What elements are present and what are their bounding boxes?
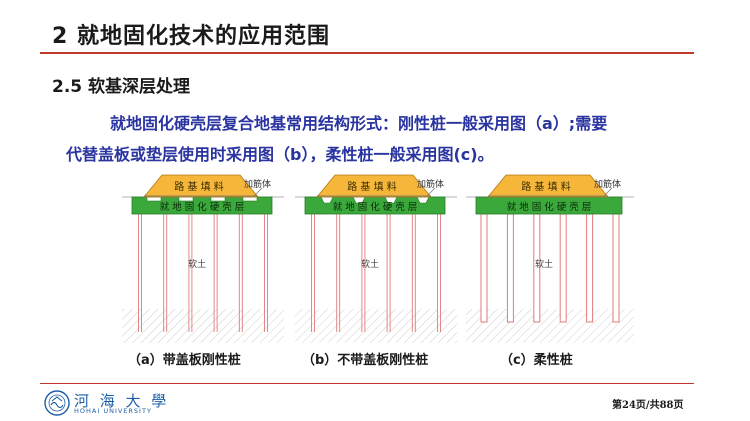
page-number: 第24页/共88页: [612, 400, 684, 411]
pile-cap: [210, 196, 226, 202]
caption-a: （a）带盖板刚性桩: [128, 353, 241, 368]
pile-cap: [242, 196, 258, 202]
logo-name: 河 海 大 學: [74, 392, 170, 410]
caption-c: （c）柔性桩: [500, 353, 573, 368]
embankment-fill: [487, 174, 609, 198]
body-line-1: 就地固化硬壳层复合地基常用结构形式：刚性桩一般采用图（a）;需要: [82, 108, 722, 139]
soil-label: 软土: [188, 258, 206, 270]
reinforcement-label: 加筋体: [244, 178, 271, 190]
pile-cap: [178, 196, 194, 202]
university-seal-icon: [44, 390, 70, 416]
reinforcement-label: 加筋体: [594, 178, 621, 190]
fill-label: 路 基 填 料: [347, 180, 397, 193]
bearing-stratum: [122, 309, 284, 343]
reinforcement-leader: [253, 187, 263, 197]
layer-label: 就 地 固 化 硬 壳 层: [160, 201, 245, 213]
diagram-captions: （a）带盖板刚性桩 （b）不带盖板刚性桩 （c）柔性桩: [0, 349, 750, 373]
pile: [480, 213, 488, 323]
pile-cap: [146, 196, 162, 202]
embankment-fill: [316, 174, 432, 198]
layer-label: 就 地 固 化 硬 壳 层: [333, 201, 418, 213]
pile: [559, 213, 567, 323]
footer-divider: [40, 383, 694, 384]
university-logo: 河 海 大 學 HOHAI UNIVERSITY: [44, 390, 174, 416]
body-paragraph: 就地固化硬壳层复合地基常用结构形式：刚性桩一般采用图（a）;需要 代替盖板或垫层…: [66, 108, 722, 170]
reinforcement-leader: [426, 187, 436, 197]
body-line-2-text: 代替盖板或垫层使用时采用图（b），柔性桩一般采用图(c)。: [66, 145, 494, 164]
pile: [612, 213, 620, 323]
pile: [506, 213, 514, 323]
logo-english-name: HOHAI UNIVERSITY: [74, 407, 152, 415]
reinforcement-leader: [603, 187, 613, 197]
section-heading: 2.5 软基深层处理: [52, 77, 191, 97]
title-divider: [40, 52, 694, 54]
bearing-stratum: [466, 309, 634, 343]
body-line-1-text: 就地固化硬壳层复合地基常用结构形式：刚性桩一般采用图（a）;需要: [110, 114, 608, 133]
fill-label: 路 基 填 料: [174, 180, 224, 193]
slide-title: 2 就地固化技术的应用范围: [52, 24, 330, 49]
soil-label: 软土: [535, 258, 553, 270]
body-line-2: 代替盖板或垫层使用时采用图（b），柔性桩一般采用图(c)。: [66, 139, 722, 170]
caption-b: （b）不带盖板刚性桩: [302, 353, 429, 368]
layer-label: 就 地 固 化 硬 壳 层: [507, 201, 592, 213]
embankment-fill: [143, 174, 259, 198]
soil-label: 软土: [361, 258, 379, 270]
reinforcement-label: 加筋体: [417, 178, 444, 190]
pile: [586, 213, 594, 323]
bearing-stratum: [295, 309, 457, 343]
fill-label: 路 基 填 料: [521, 180, 571, 193]
